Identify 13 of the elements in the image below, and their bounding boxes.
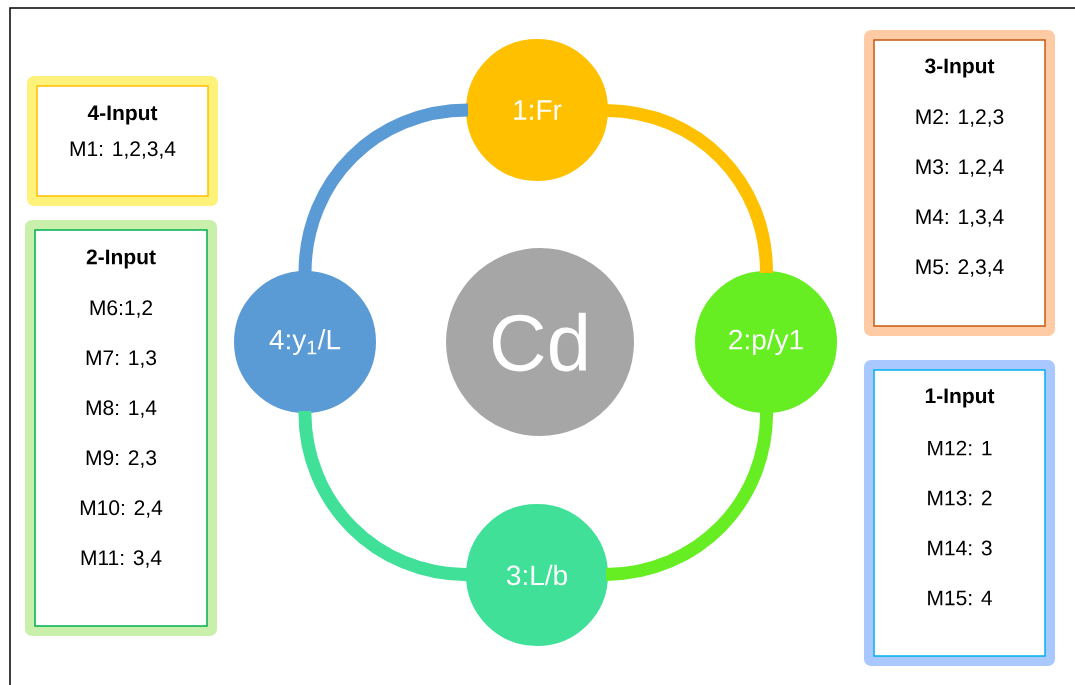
circle-node: 3:L/b bbox=[464, 502, 610, 648]
ring-arc bbox=[605, 103, 773, 274]
circle-node: Cd bbox=[444, 246, 636, 438]
input-box: 1-Input M12: 1 M13: 2 M14: 3 M15: 4 bbox=[864, 360, 1055, 666]
ring-arc bbox=[605, 410, 774, 581]
circle-node: 1:Fr bbox=[464, 37, 610, 183]
input-box: 2-Input M6:1,2 M7: 1,3 M8: 1,4 M9: 2,3 M10: 2,4 M11: 3,4 bbox=[25, 220, 217, 636]
circle-node: 2:p/y1 bbox=[693, 269, 839, 415]
ring-arc bbox=[298, 103, 469, 274]
input-box: 3-Input M2: 1,2,3 M3: 1,2,4 M4: 1,3,4 M5: 2,3,4 bbox=[864, 30, 1055, 336]
input-box: 4-Input M1: 1,2,3,4 bbox=[27, 76, 218, 206]
ring-arc bbox=[298, 410, 469, 582]
circle-node: 4:y$_{1}$/L bbox=[232, 269, 378, 415]
